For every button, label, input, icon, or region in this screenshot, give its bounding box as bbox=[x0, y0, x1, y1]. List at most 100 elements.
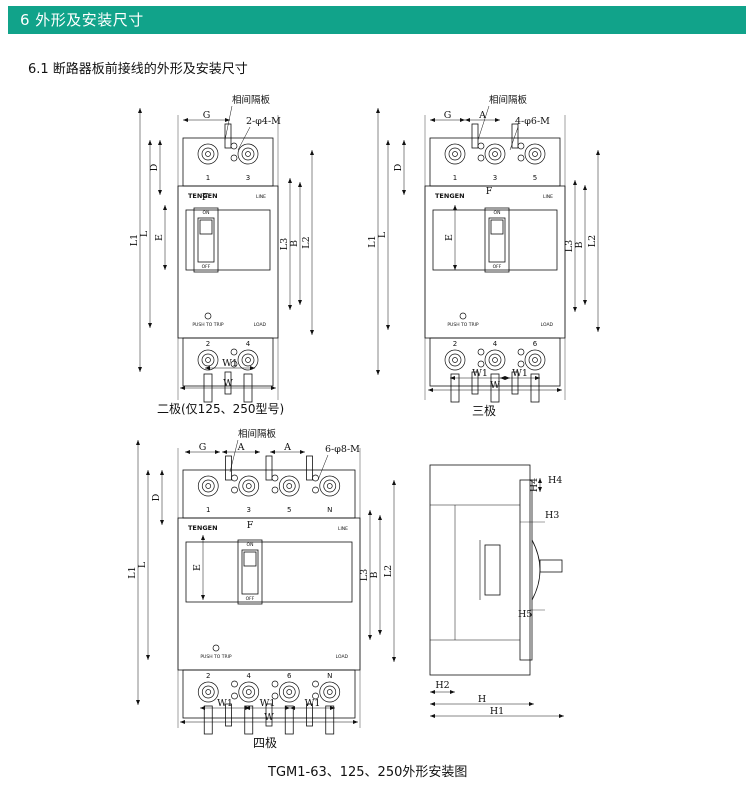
line-label: LINE bbox=[256, 194, 266, 200]
dim-w1-arrow-left bbox=[205, 366, 210, 370]
terminal-number-top: 5 bbox=[533, 174, 537, 182]
mounting-hole bbox=[477, 348, 485, 356]
dim-l1-text: L1 bbox=[129, 234, 140, 246]
terminal-screw-core bbox=[245, 151, 251, 157]
dim-g-arrow-left bbox=[185, 450, 190, 454]
dim-b-arrow-bottom bbox=[298, 300, 302, 305]
handle-knob bbox=[199, 219, 213, 235]
dim-b-text: B bbox=[369, 571, 380, 578]
mounting-hole bbox=[231, 486, 238, 494]
terminal-number-bottom: 2 bbox=[453, 340, 457, 348]
phase-partition-bottom bbox=[471, 371, 479, 395]
wire-lug bbox=[284, 705, 294, 735]
handle-knob bbox=[243, 551, 257, 567]
dim-b-text: B bbox=[574, 241, 585, 248]
dim-a2-text: A bbox=[283, 442, 291, 453]
phase-partition-bottom bbox=[306, 703, 313, 727]
wire-lug bbox=[203, 705, 213, 735]
front-window bbox=[185, 541, 353, 603]
mounting-hole bbox=[231, 474, 238, 482]
dim-w1c-arrow-left bbox=[290, 706, 295, 710]
terminal-screw-core bbox=[245, 357, 251, 363]
dim-w1b-text: W1 bbox=[260, 698, 276, 709]
push-to-trip-label: PUSH TO TRIP bbox=[192, 322, 224, 328]
dim-f-text: F bbox=[247, 520, 254, 531]
terminal-screw-core bbox=[245, 689, 252, 695]
brand-label: TENGEN bbox=[188, 524, 218, 532]
dim-a-arrow-right bbox=[495, 118, 500, 122]
terminal-number-top: 5 bbox=[287, 506, 291, 514]
dim-a-arrow-left bbox=[222, 450, 227, 454]
on-label: ON bbox=[494, 210, 501, 216]
dim-a2-arrow-right bbox=[300, 450, 305, 454]
dim-g-arrow-right bbox=[460, 118, 465, 122]
dim-l-text: L bbox=[137, 561, 148, 568]
dim-e-text: E bbox=[444, 234, 455, 241]
dim-h-arrow-right bbox=[529, 702, 534, 706]
terminal-number-top: 3 bbox=[246, 174, 250, 182]
section-header: 6 外形及安装尺寸 bbox=[8, 6, 746, 34]
dim-d-arrow-top bbox=[158, 140, 162, 145]
terminal-number-top: 1 bbox=[453, 174, 457, 182]
terminal-number-bottom: 4 bbox=[493, 340, 498, 348]
terminal-screw-core bbox=[326, 689, 333, 695]
dim-l1-arrow-bottom bbox=[376, 370, 380, 375]
side-cover bbox=[519, 479, 533, 661]
terminal-number-bottom: 6 bbox=[533, 340, 538, 348]
dim-h3-label: H3 bbox=[545, 510, 559, 521]
dim-g-arrow-right bbox=[215, 450, 220, 454]
dim-h2-arrow-right bbox=[450, 690, 455, 694]
dim-w-arrow-right bbox=[557, 388, 562, 392]
dim-g-arrow-left bbox=[183, 118, 188, 122]
line-label: LINE bbox=[543, 194, 553, 200]
dim-w1-arrow-left bbox=[200, 706, 205, 710]
mounting-hole bbox=[312, 680, 319, 688]
brand-label: TENGEN bbox=[435, 192, 465, 200]
dim-h4-label: H4 bbox=[548, 475, 562, 486]
handle-frame bbox=[237, 539, 263, 605]
mounting-hole bbox=[517, 348, 525, 356]
dim-d-arrow-bottom bbox=[160, 520, 164, 525]
dim-l2-text: L2 bbox=[383, 565, 394, 577]
terminal-screw-core bbox=[532, 151, 538, 157]
load-label: LOAD bbox=[336, 654, 349, 660]
mounting-hole bbox=[517, 360, 525, 368]
dim-w1c-arrow-right bbox=[330, 706, 335, 710]
dim-d-arrow-bottom bbox=[402, 190, 406, 195]
breaker-body bbox=[177, 185, 279, 339]
partition-label: 相间隔板 bbox=[489, 94, 528, 106]
dim-e-arrow-top bbox=[201, 535, 205, 540]
dim-a-arrow-right bbox=[255, 450, 260, 454]
terminal-screw-core bbox=[205, 357, 211, 363]
dim-l1-arrow-top bbox=[136, 440, 140, 445]
terminal-number-bottom: N bbox=[327, 672, 332, 680]
dim-l-arrow-bottom bbox=[146, 655, 150, 660]
dim-l3-arrow-top bbox=[288, 178, 292, 183]
dim-h2-arrow-left bbox=[430, 690, 435, 694]
handle-knob bbox=[490, 219, 504, 235]
terminal-number-bottom: 4 bbox=[246, 340, 251, 348]
phase-partition-top bbox=[225, 455, 232, 481]
terminal-number-top: 1 bbox=[206, 174, 210, 182]
mounting-hole bbox=[312, 486, 319, 494]
dim-l1-text: L1 bbox=[127, 566, 138, 578]
top-terminal-block bbox=[182, 137, 274, 187]
phase-partition-bottom bbox=[225, 703, 232, 727]
mounting-hole bbox=[230, 360, 238, 368]
dim-w1b-arrow-right bbox=[285, 706, 290, 710]
dim-l3-arrow-top bbox=[573, 180, 577, 185]
dim-l1-arrow-top bbox=[376, 108, 380, 113]
dim-w-text: W bbox=[223, 378, 233, 389]
dim-g-arrow-right bbox=[225, 118, 230, 122]
brand-label: TENGEN bbox=[188, 192, 218, 200]
dim-l2-arrow-top bbox=[392, 480, 396, 485]
mounting-hole bbox=[477, 142, 485, 150]
leader bbox=[229, 439, 239, 473]
partition-label: 相间隔板 bbox=[238, 428, 277, 440]
section-title: 6 外形及安装尺寸 bbox=[20, 11, 144, 29]
dim-l2-arrow-bottom bbox=[310, 330, 314, 335]
handle-slot bbox=[488, 217, 506, 263]
dim-w1b-arrow-left bbox=[500, 376, 505, 380]
